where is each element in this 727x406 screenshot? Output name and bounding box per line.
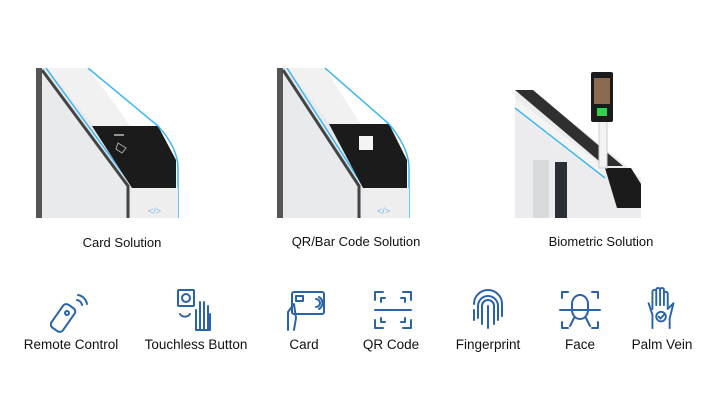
method-label-remote-control: Remote Control	[23, 337, 119, 352]
method-label-face: Face	[564, 337, 596, 352]
method-label-qr-code: QR Code	[362, 337, 420, 352]
palm-vein-icon	[647, 286, 675, 330]
solution-label-qr: QR/Bar Code Solution	[291, 234, 421, 249]
remote-control-icon	[50, 294, 88, 333]
solution-label-biometric: Biometric Solution	[548, 234, 654, 249]
fingerprint-icon	[473, 289, 503, 329]
solution-label-card: Card Solution	[82, 235, 162, 250]
biometric-solution-image	[514, 72, 641, 218]
qr-solution-image: </>	[277, 68, 410, 218]
method-label-touchless-button: Touchless Button	[144, 337, 248, 352]
face-icon	[559, 291, 601, 329]
touchless-button-icon	[177, 289, 211, 331]
card-icon	[287, 291, 325, 331]
method-label-card: Card	[289, 337, 319, 352]
qr-code-icon	[374, 291, 412, 329]
svg-text:</>: </>	[377, 206, 390, 216]
method-label-fingerprint: Fingerprint	[455, 337, 521, 352]
method-label-palm-vein: Palm Vein	[631, 337, 693, 352]
card-solution-image: </>	[36, 68, 179, 218]
svg-text:</>: </>	[148, 206, 161, 216]
